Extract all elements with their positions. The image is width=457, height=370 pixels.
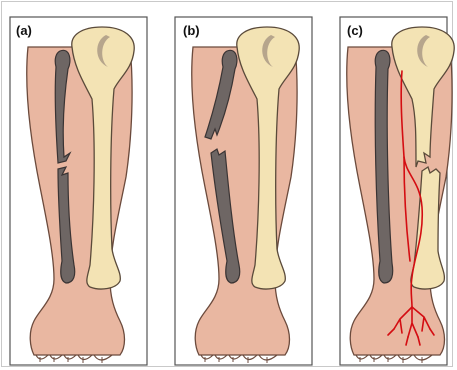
panel-b-label: (b) [183, 23, 200, 38]
panel-a-label: (a) [16, 23, 32, 38]
panel-a: (a) [10, 17, 147, 365]
panel-c: (c) [340, 17, 454, 365]
panel-c-label: (c) [347, 23, 363, 38]
panel-b: (b) [175, 17, 312, 365]
